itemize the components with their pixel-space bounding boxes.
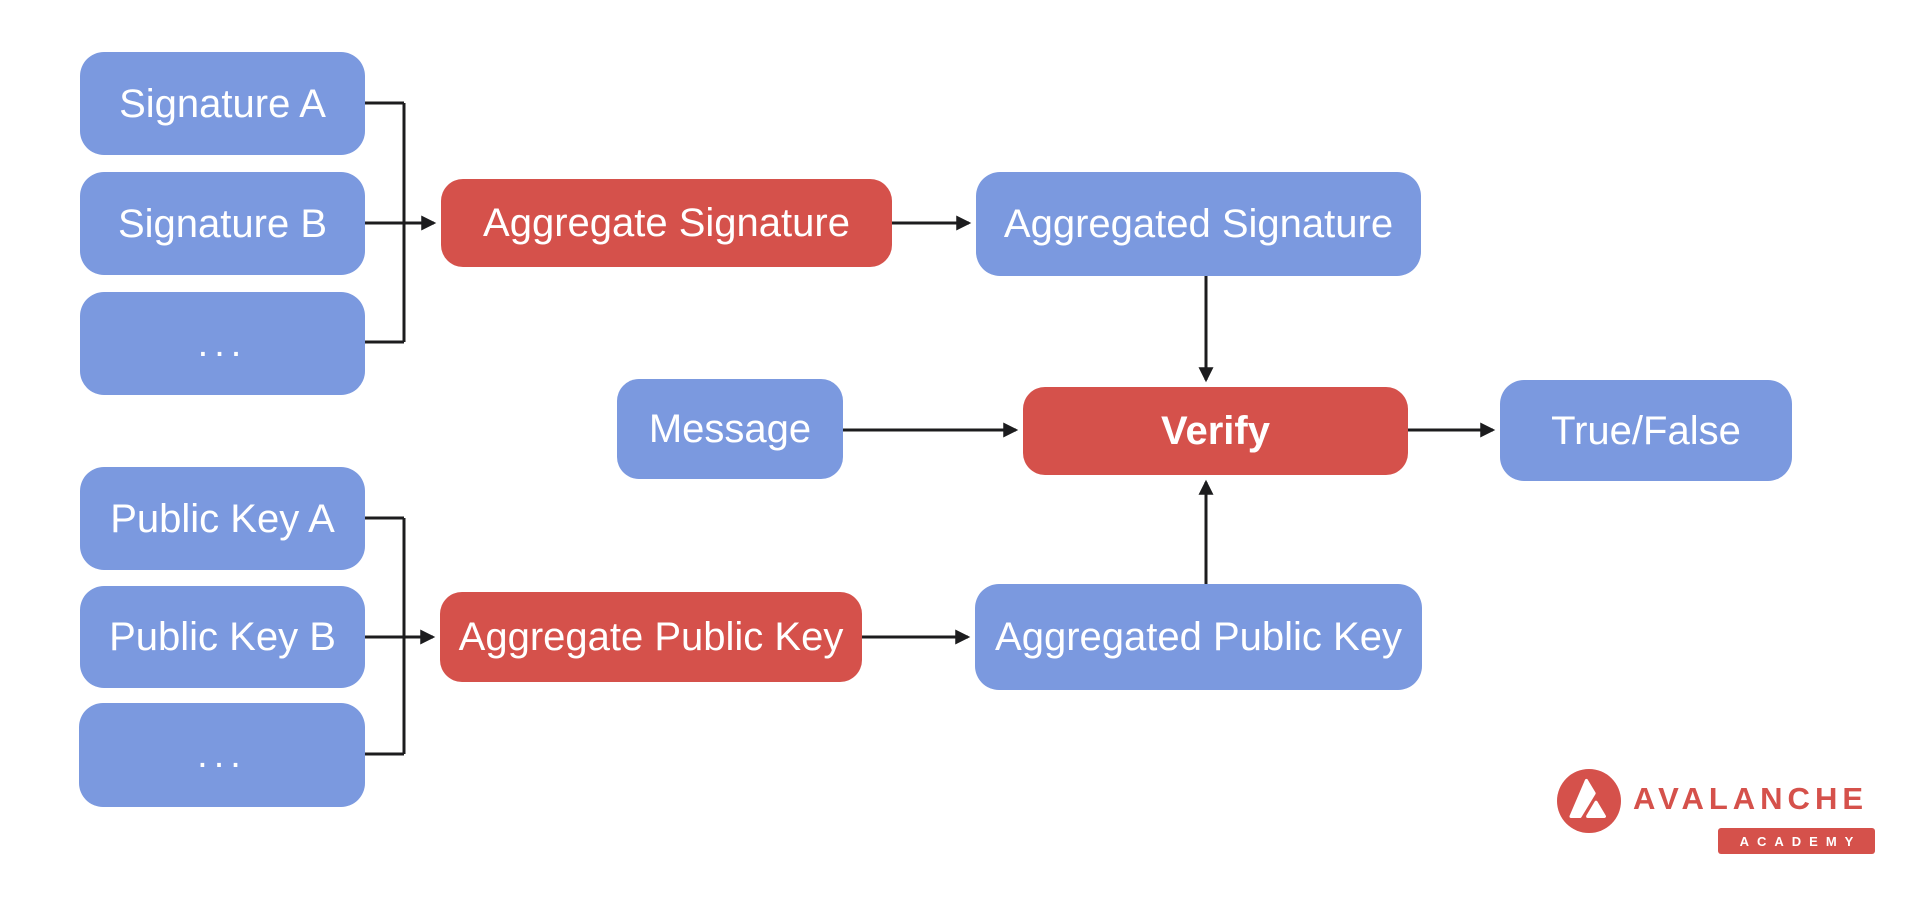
academy-badge-label: ACADEMY xyxy=(1739,833,1862,849)
node-aggregate-public-key: Aggregate Public Key xyxy=(440,592,862,682)
node-public-key-ellipsis: ... xyxy=(79,703,365,807)
node-signature-ellipsis: ... xyxy=(80,292,365,395)
academy-badge: ACADEMY xyxy=(1718,828,1875,854)
node-aggregated-signature: Aggregated Signature xyxy=(976,172,1421,276)
node-aggregated-public-key: Aggregated Public Key xyxy=(975,584,1422,690)
node-verify: Verify xyxy=(1023,387,1408,475)
node-signature-a: Signature A xyxy=(80,52,365,155)
node-public-key-b: Public Key B xyxy=(80,586,365,688)
node-true-false: True/False xyxy=(1500,380,1792,481)
node-public-key-a: Public Key A xyxy=(80,467,365,570)
node-message: Message xyxy=(617,379,843,479)
avalanche-logo-icon xyxy=(1557,769,1621,833)
avalanche-wordmark: AVALANCHE xyxy=(1633,781,1869,816)
node-aggregate-signature: Aggregate Signature xyxy=(441,179,892,267)
node-signature-b: Signature B xyxy=(80,172,365,275)
